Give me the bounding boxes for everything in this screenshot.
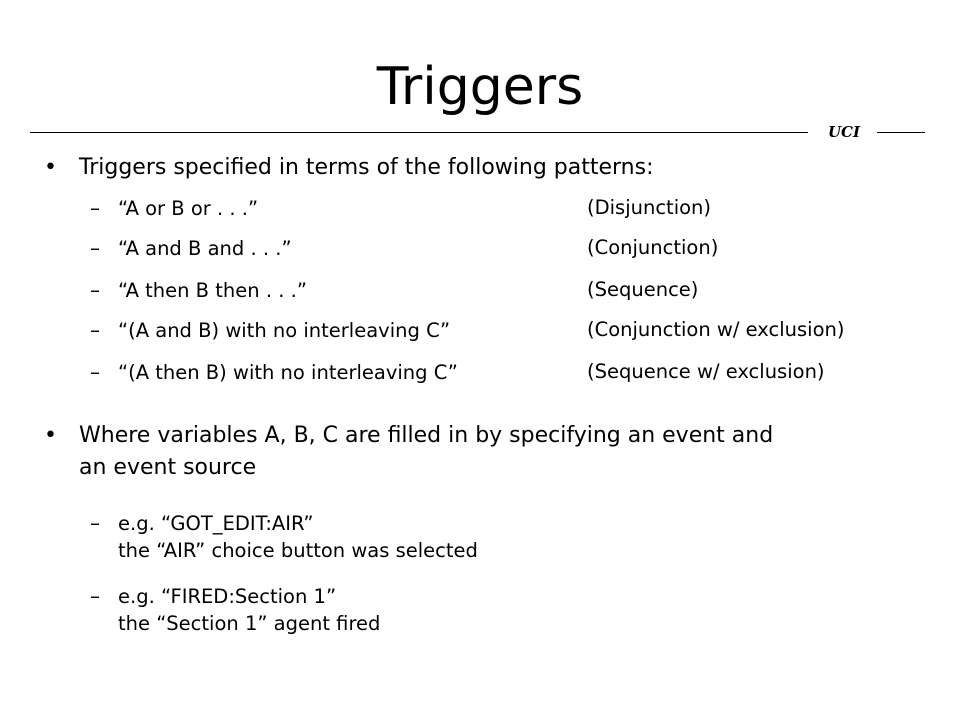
sub-bullet-dash: – xyxy=(90,236,100,260)
sub-bullet-dash: – xyxy=(90,196,100,220)
bullet-text-line: Where variables A, B, C are filled in by… xyxy=(79,423,774,448)
trigger-pattern: “A and B and . . .” xyxy=(118,237,292,260)
sub-bullet-dash: – xyxy=(90,278,100,302)
sub-bullet-dash: – xyxy=(90,584,100,608)
example-description: the “Section 1” agent fired xyxy=(118,612,381,635)
example-item: e.g. “GOT_EDIT:AIR” the “AIR” choice but… xyxy=(118,510,478,564)
header-rule-right xyxy=(877,132,925,133)
trigger-pattern: “A or B or . . .” xyxy=(118,197,259,220)
trigger-pattern: “A then B then . . .” xyxy=(118,279,307,302)
sub-bullet-dash: – xyxy=(90,511,100,535)
bullet-marker: • xyxy=(44,155,57,180)
example-description: the “AIR” choice button was selected xyxy=(118,539,478,562)
pattern-name: (Sequence) xyxy=(587,278,699,301)
pattern-name: (Disjunction) xyxy=(587,196,712,219)
pattern-name: (Conjunction w/ exclusion) xyxy=(587,318,845,341)
pattern-name: (Conjunction) xyxy=(587,236,719,259)
sub-bullet-dash: – xyxy=(90,360,100,384)
bullet-marker: • xyxy=(44,423,57,448)
org-label: UCI xyxy=(827,123,861,141)
sub-bullet-dash: – xyxy=(90,318,100,342)
trigger-pattern: “(A and B) with no interleaving C” xyxy=(118,319,451,342)
bullet-text-line: an event source xyxy=(79,455,257,480)
trigger-pattern: “(A then B) with no interleaving C” xyxy=(118,361,458,384)
example-code: e.g. “FIRED:Section 1” xyxy=(118,585,337,608)
header-rule-left xyxy=(30,132,808,133)
bullet-text: Triggers specified in terms of the follo… xyxy=(79,155,654,180)
pattern-name: (Sequence w/ exclusion) xyxy=(587,360,825,383)
slide-title: Triggers xyxy=(376,57,584,117)
example-item: e.g. “FIRED:Section 1” the “Section 1” a… xyxy=(118,583,380,637)
example-code: e.g. “GOT_EDIT:AIR” xyxy=(118,512,314,535)
